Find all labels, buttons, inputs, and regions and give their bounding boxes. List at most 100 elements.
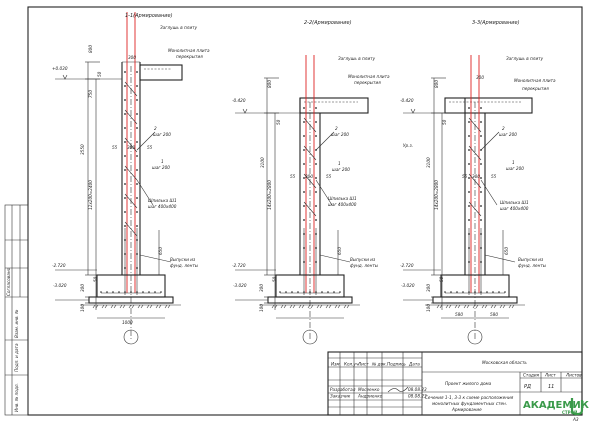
rebar-dot: [124, 141, 126, 143]
level-mark: -2.720: [400, 263, 414, 268]
ground-hatch: [298, 304, 305, 309]
rebar-dot: [492, 291, 494, 293]
slab-label: перекрытия: [522, 86, 549, 91]
rebar-dot: [480, 205, 482, 207]
logo-text: АКАДЕМИК: [523, 400, 590, 411]
rebar-dot: [480, 191, 482, 193]
rebar-dot: [142, 291, 144, 293]
rebar-dot: [303, 261, 305, 263]
rebar-dot: [480, 233, 482, 235]
rebar-mark: 1: [512, 160, 515, 165]
leader-line: [139, 254, 172, 263]
leader-line: [136, 179, 154, 206]
rebar-dot: [468, 233, 470, 235]
ground-hatch: [128, 304, 135, 309]
rebar-dot: [315, 247, 317, 249]
ground-hatch: [307, 304, 314, 309]
level-mark: -2.720: [52, 263, 66, 268]
slab-label: Монолитная плита: [168, 48, 210, 53]
ground-hatch: [101, 304, 108, 309]
axis-bubble: [123, 329, 139, 345]
dim-label: 55: [112, 145, 118, 150]
section-3-3: 3-3(Армирование) Заглушь в плиту Монолит…: [400, 20, 556, 317]
rebar-dot: [303, 149, 305, 151]
region-text: Московская область: [482, 360, 527, 365]
rebar-dot: [303, 135, 305, 137]
dim-label: 3100: [426, 157, 431, 168]
format-label: А3: [572, 417, 579, 422]
rebar-dot: [315, 177, 317, 179]
ground-hatch: [146, 304, 153, 309]
rebar-dot: [303, 121, 305, 123]
rebar-dot: [450, 291, 452, 293]
rebar-dot: [303, 291, 305, 293]
rebar-dot: [303, 247, 305, 249]
dim-label: 800: [434, 80, 439, 88]
rebar-step: шаг 200: [153, 132, 171, 137]
rebar-dot: [124, 253, 126, 255]
rebar-dot: [498, 291, 500, 293]
ground-hatch: [155, 304, 162, 309]
dim-label: 55: [491, 174, 497, 179]
ground-hatch: [508, 304, 515, 309]
rebar-dot: [303, 191, 305, 193]
rebar-dot: [118, 291, 120, 293]
rebar-dot: [315, 121, 317, 123]
plug-label: Заглушь в плиту: [160, 25, 198, 30]
dim-label: 300: [426, 284, 431, 292]
level-mark: -3.020: [401, 283, 415, 288]
rebar-step: шаг 200: [499, 132, 517, 137]
ground-hatch: [454, 304, 461, 309]
rebar-dot: [468, 149, 470, 151]
rebar-dot: [160, 291, 162, 293]
rebar-dot: [106, 291, 108, 293]
slab: [139, 64, 183, 81]
dim-label: 12х200=2400: [88, 180, 93, 210]
section-1-1: 1-1(Армирование) Заглушь в плиту Монолит…: [52, 13, 210, 325]
rebar-dot: [456, 291, 458, 293]
header-cell: Лист: [357, 362, 369, 367]
project-text: Проект жилого дома: [445, 381, 492, 386]
tie-label: Шпилька Ш1: [500, 200, 529, 205]
rebar-dot: [303, 163, 305, 165]
sheet-title: Армирование: [451, 407, 482, 412]
ground-hatch: [472, 304, 479, 309]
level-mark: -3.020: [233, 283, 247, 288]
rebar-step: шаг 200: [152, 165, 170, 170]
rebar-dot: [136, 155, 138, 157]
outlets-label: фунд. ленты: [518, 263, 547, 268]
rebar-dot: [136, 141, 138, 143]
ground-hatch: [436, 304, 443, 309]
rebar-dot: [480, 121, 482, 123]
role-cell: Заказчик: [330, 394, 351, 399]
ground-hatch: [110, 304, 117, 309]
sheet-title: Сечения 1-1, 3-3 к схеме расположения: [425, 395, 514, 400]
dim-label: 100: [426, 304, 431, 312]
rebar-dot: [285, 291, 287, 293]
dim-label: 650: [337, 247, 342, 255]
leader-line: [480, 179, 498, 206]
ground-hatch: [164, 304, 171, 309]
level-mark: -0.420: [232, 98, 246, 103]
logo-subtext: СТРОЙ: [562, 410, 577, 415]
stage-label: Стадия: [523, 373, 540, 378]
rebar-dot: [136, 99, 138, 101]
rebar-dot: [124, 239, 126, 241]
rebar-dot: [468, 121, 470, 123]
leader-line: [484, 254, 516, 263]
dim-label: 3550: [80, 144, 85, 155]
level-mark: -2.720: [232, 263, 246, 268]
rebar-dot: [339, 291, 341, 293]
rebar-dot: [279, 291, 281, 293]
header-cell: Дата: [408, 362, 420, 367]
dim-label: 50: [442, 119, 447, 125]
rebar-dot: [309, 291, 311, 293]
rebar-dot: [136, 169, 138, 171]
rebar-dot: [136, 71, 138, 73]
ground-hatch: [325, 304, 332, 309]
rebar-dot: [124, 71, 126, 73]
plug-label: Заглушь в плиту: [506, 56, 544, 61]
rebar-dot: [480, 291, 482, 293]
rebar-dot: [112, 291, 114, 293]
